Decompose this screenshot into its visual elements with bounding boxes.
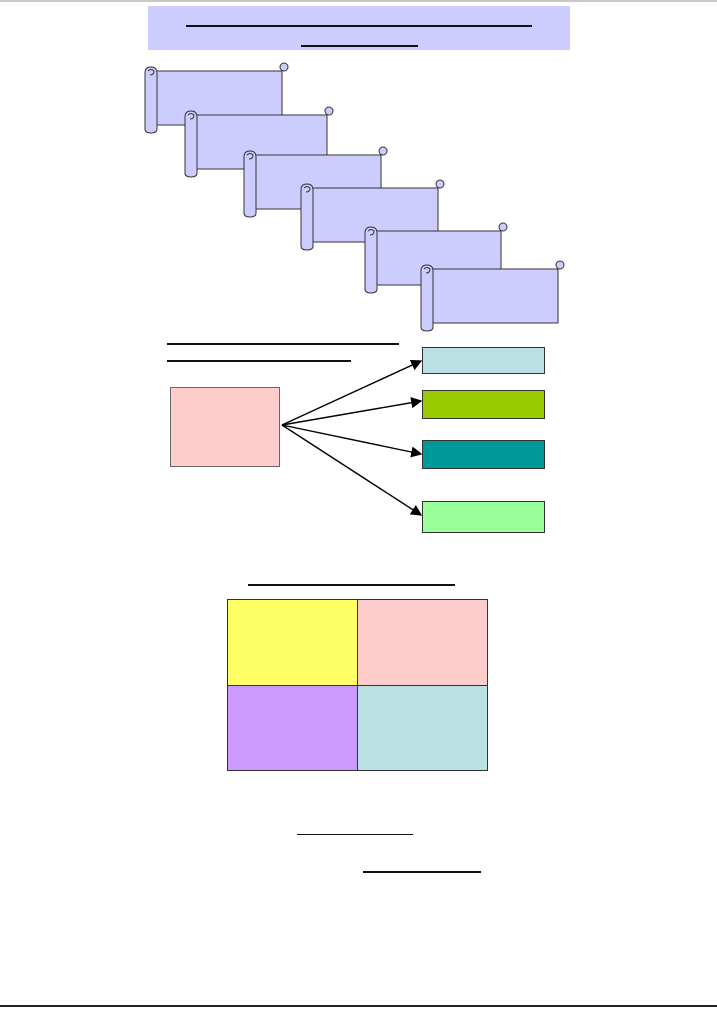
scroll-shape-6 (420, 260, 565, 332)
quadrant-bottom-right (357, 685, 488, 771)
title-underline-2 (301, 45, 418, 47)
quadrant-top-left (227, 599, 358, 686)
footer-underline-1 (297, 834, 413, 835)
connector-line-4 (281, 424, 423, 516)
branch-box-1 (422, 347, 545, 374)
section-underline-2 (167, 360, 351, 362)
hub-box (170, 387, 280, 467)
connector-line-1 (281, 360, 423, 426)
branch-box-3 (422, 440, 545, 469)
branch-box-2 (422, 390, 545, 419)
title-underline-1 (186, 25, 532, 27)
quadrant-bottom-left (227, 685, 358, 771)
section-underline-1 (167, 343, 399, 345)
branch-box-4 (422, 501, 545, 533)
grid-title-underline (248, 584, 455, 586)
scroll-staircase (144, 62, 565, 332)
bottom-rule (0, 1005, 717, 1007)
connector-lines (281, 360, 423, 516)
top-rule (0, 0, 717, 2)
quadrant-top-right (357, 599, 488, 686)
scroll-shape-4 (300, 179, 445, 251)
connector-line-2 (281, 397, 423, 426)
title-banner (148, 6, 570, 50)
footer-underline-2 (363, 871, 481, 873)
connector-line-3 (281, 424, 423, 458)
